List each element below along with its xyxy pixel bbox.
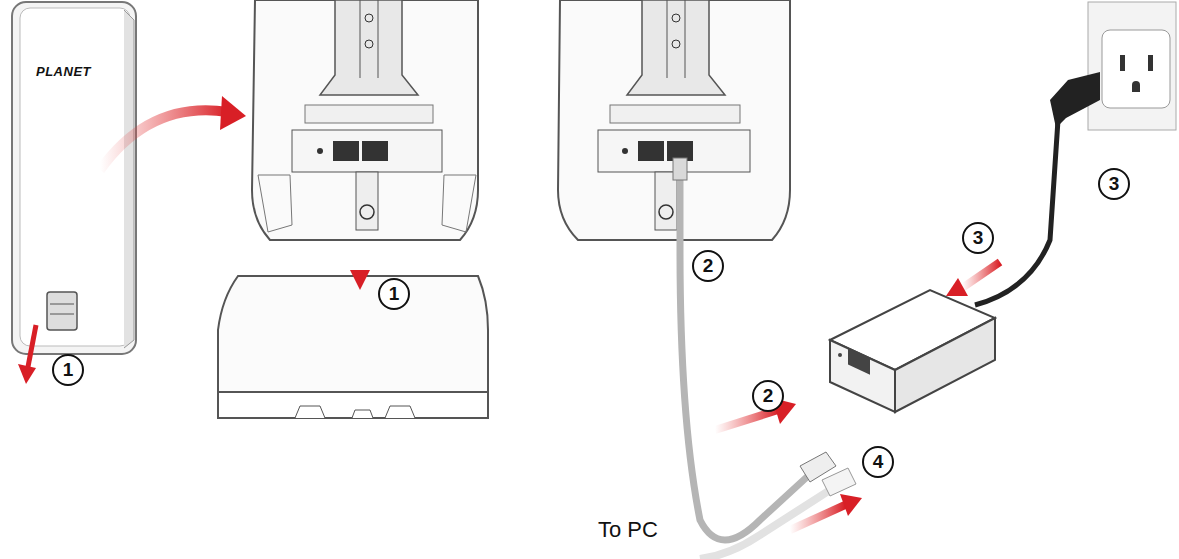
device-back-connected <box>558 0 790 240</box>
poe-injector <box>830 290 995 412</box>
arrow-head <box>220 96 246 130</box>
callout-number: 2 <box>752 380 784 412</box>
rj45-plug <box>673 158 687 180</box>
brand-logo: PLANET <box>34 64 93 79</box>
device-back <box>252 0 478 240</box>
arrow-head <box>350 270 370 290</box>
ethernet-cable <box>680 165 808 540</box>
rj45-plug <box>822 468 856 496</box>
move-arrow <box>100 110 228 170</box>
callout-number: 3 <box>1098 168 1130 200</box>
callout-number: 1 <box>52 354 84 386</box>
plug-arrow <box>790 505 845 530</box>
wall-outlet <box>1050 2 1176 130</box>
device-front <box>12 2 136 384</box>
port-label: To PC <box>595 517 661 543</box>
callout-number: 4 <box>862 446 894 478</box>
arrow-head <box>840 494 862 516</box>
power-arrow <box>962 262 1000 288</box>
power-cord <box>975 120 1058 305</box>
bottom-cover <box>218 276 488 418</box>
arrow-head <box>946 278 968 296</box>
callout-number: 2 <box>692 250 724 282</box>
callout-number: 3 <box>962 222 994 254</box>
callout-number: 1 <box>378 278 410 310</box>
plug-arrow <box>715 410 778 430</box>
